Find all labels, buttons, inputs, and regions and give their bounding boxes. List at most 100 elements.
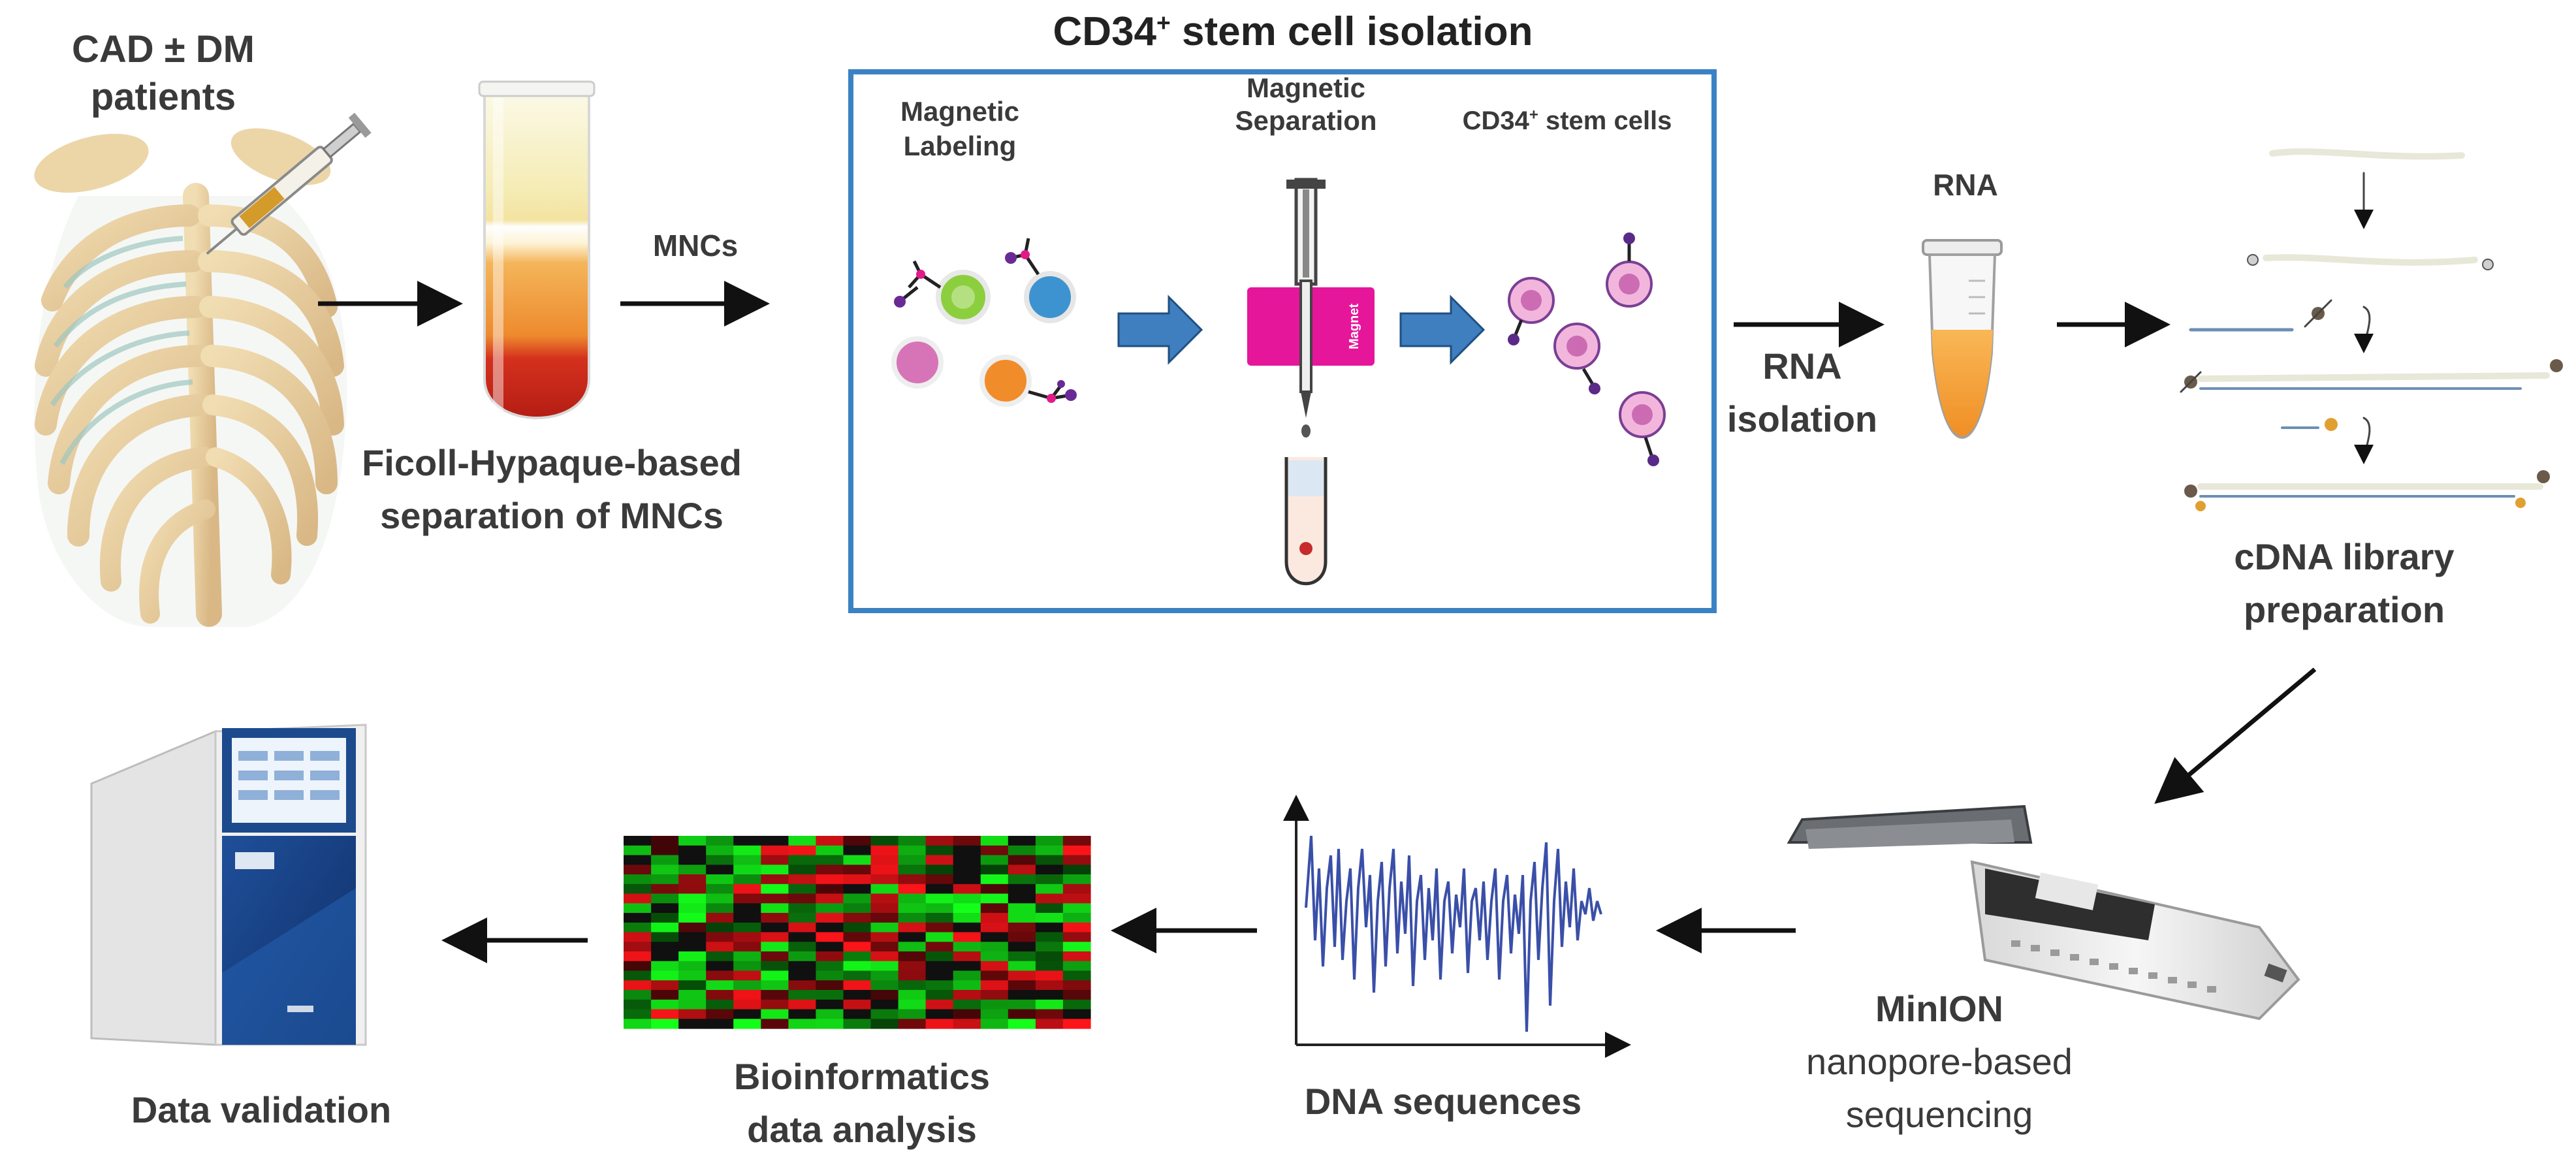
heatmap-cell bbox=[651, 942, 679, 952]
heatmap-cell bbox=[761, 932, 789, 942]
heatmap-cell bbox=[1008, 951, 1036, 962]
dna-sequences-label: DNA sequences bbox=[1304, 1081, 1582, 1122]
heatmap-cell bbox=[706, 1009, 734, 1019]
heatmap-cell bbox=[1035, 865, 1064, 875]
heatmap-cell bbox=[788, 845, 817, 856]
heatmap-cell bbox=[678, 970, 707, 981]
heatmap-cell bbox=[788, 1019, 817, 1029]
heatmap-cell bbox=[1035, 913, 1064, 923]
heatmap-cell bbox=[953, 980, 981, 991]
heatmap-cell bbox=[788, 903, 817, 914]
heatmap-cell bbox=[925, 970, 954, 981]
heatmap-cell bbox=[706, 951, 734, 962]
heatmap-cell bbox=[980, 1009, 1009, 1019]
heatmap-cell bbox=[1062, 1019, 1091, 1029]
heatmap-cell bbox=[1008, 1019, 1036, 1029]
heatmap-cell bbox=[624, 874, 652, 885]
heatmap-cell bbox=[1035, 874, 1064, 885]
heatmap-cell bbox=[816, 999, 844, 1010]
heatmap-cell bbox=[788, 836, 817, 846]
heatmap-cell bbox=[925, 874, 954, 885]
magnetic-labeling-label: Magnetic Labeling bbox=[900, 96, 1020, 161]
heatmap-cell bbox=[870, 1009, 899, 1019]
heatmap-cell bbox=[816, 845, 844, 856]
heatmap-cell bbox=[651, 865, 679, 875]
heatmap-cell bbox=[953, 951, 981, 962]
heatmap-cell bbox=[870, 865, 899, 875]
heatmap-cell bbox=[980, 1019, 1009, 1029]
heatmap-cell bbox=[1008, 970, 1036, 981]
heatmap-cell bbox=[651, 990, 679, 1000]
heatmap-cell bbox=[1035, 884, 1064, 895]
heatmap-cell bbox=[678, 932, 707, 942]
heatmap-cell bbox=[1035, 893, 1064, 904]
heatmap-cell bbox=[761, 874, 789, 885]
heatmap-cell bbox=[1008, 884, 1036, 895]
heatmap-cell bbox=[706, 961, 734, 972]
heatmap-cell bbox=[898, 903, 927, 914]
heatmap-cell bbox=[1062, 913, 1091, 923]
heatmap-cell bbox=[678, 1019, 707, 1029]
heatmap-cell bbox=[980, 961, 1009, 972]
heatmap-cell bbox=[651, 874, 679, 885]
heatmap-cell bbox=[870, 903, 899, 914]
heatmap-cell bbox=[678, 990, 707, 1000]
heatmap-cell bbox=[624, 1019, 652, 1029]
heatmap-cell bbox=[980, 951, 1009, 962]
heatmap-cell bbox=[925, 1019, 954, 1029]
mncs-label: MNCs bbox=[652, 229, 739, 263]
heatmap-cell bbox=[761, 999, 789, 1010]
heatmap-cell bbox=[678, 942, 707, 952]
heatmap-cell bbox=[761, 884, 789, 895]
heatmap-cell bbox=[1062, 1009, 1091, 1019]
heatmap-cell bbox=[1062, 903, 1091, 914]
heatmap-cell bbox=[678, 836, 707, 846]
syringe-illustration bbox=[206, 112, 372, 255]
heatmap-cell bbox=[651, 951, 679, 962]
heatmap-cell bbox=[953, 903, 981, 914]
heatmap-cell bbox=[980, 874, 1009, 885]
heatmap-cell bbox=[706, 922, 734, 933]
cdna-label: cDNA library preparation bbox=[2234, 536, 2455, 631]
heatmap-cell bbox=[870, 884, 899, 895]
heatmap-cell bbox=[1062, 865, 1091, 875]
heatmap-cell bbox=[843, 893, 872, 904]
heatmap-cell bbox=[953, 961, 981, 972]
heatmap-cell bbox=[1062, 970, 1091, 981]
heatmap-cell bbox=[816, 1009, 844, 1019]
isolation-title: CD34+ stem cell isolation bbox=[1053, 8, 1533, 54]
heatmap-cell bbox=[1008, 836, 1036, 846]
heatmap-cell bbox=[706, 970, 734, 981]
heatmap-cell bbox=[1008, 999, 1036, 1010]
heatmap-cell bbox=[651, 961, 679, 972]
heatmap-cell bbox=[733, 903, 761, 914]
heatmap-cell bbox=[870, 855, 899, 865]
heatmap-cell bbox=[898, 932, 927, 942]
heatmap-cell bbox=[706, 913, 734, 923]
heatmap-cell bbox=[898, 999, 927, 1010]
heatmap-cell bbox=[624, 951, 652, 962]
heatmap-cell bbox=[761, 836, 789, 846]
heatmap-cell bbox=[980, 970, 1009, 981]
heatmap-cell bbox=[651, 893, 679, 904]
heatmap-cell bbox=[925, 1009, 954, 1019]
heatmap-cell bbox=[624, 942, 652, 952]
heatmap-cell bbox=[678, 999, 707, 1010]
heatmap-cell bbox=[980, 903, 1009, 914]
heatmap-cell bbox=[733, 922, 761, 933]
heatmap-cell bbox=[816, 913, 844, 923]
heatmap-cell bbox=[816, 884, 844, 895]
heatmap-cell bbox=[843, 932, 872, 942]
isolation-frame bbox=[848, 69, 1717, 613]
heatmap-cell bbox=[733, 999, 761, 1010]
heatmap-cell bbox=[1035, 1019, 1064, 1029]
heatmap-cell bbox=[678, 903, 707, 914]
heatmap-cell bbox=[898, 913, 927, 923]
heatmap-cell bbox=[870, 951, 899, 962]
heatmap-cell bbox=[624, 932, 652, 942]
heatmap-cell bbox=[1008, 865, 1036, 875]
heatmap-cell bbox=[651, 922, 679, 933]
heatmap-cell bbox=[706, 884, 734, 895]
heatmap-cell bbox=[953, 855, 981, 865]
heatmap-cell bbox=[788, 913, 817, 923]
